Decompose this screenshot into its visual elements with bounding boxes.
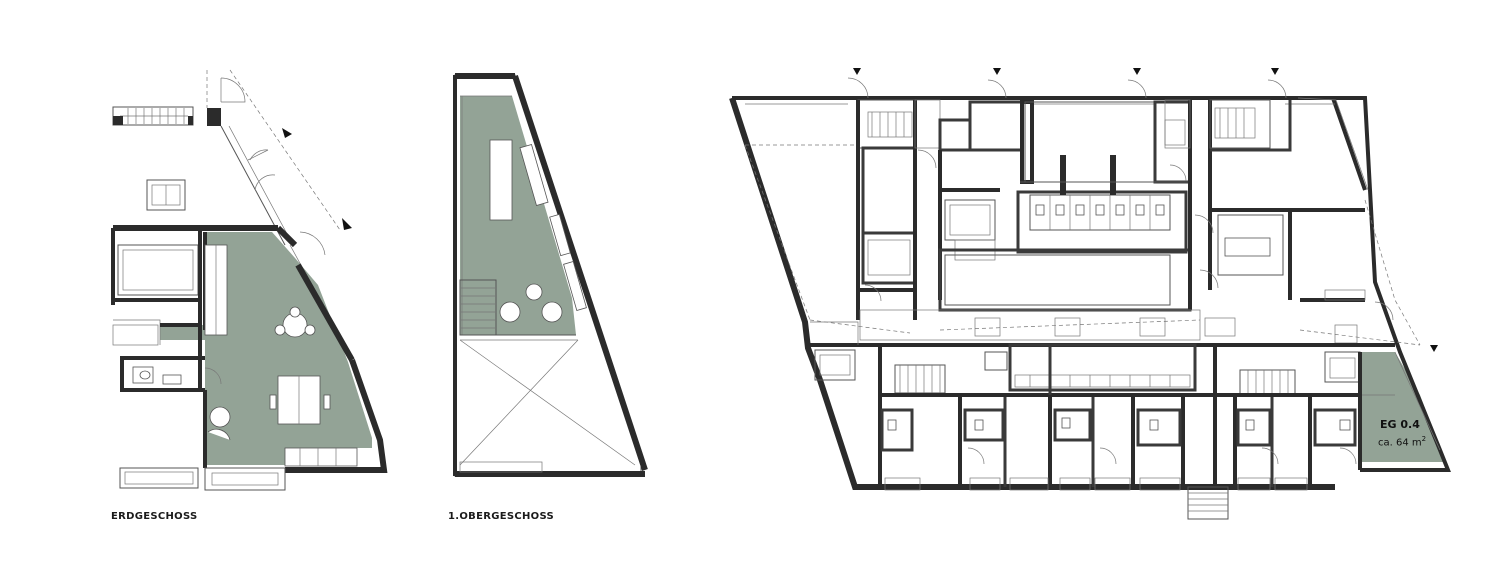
upper-floor-plan [453,73,648,477]
unit-name-label: EG 0.4 [1380,418,1420,431]
building-plan [729,68,1451,520]
unit-area-label: ca. 64 m2 [1378,435,1426,448]
ground-floor-plan [111,69,388,491]
unit-area-superscript: 2 [1421,435,1427,443]
unit-eg04-area [1360,352,1445,462]
unit-area-value: ca. 64 m [1378,437,1422,449]
upper-floor-label: 1.OBERGESCHOSS [448,511,555,522]
ground-floor-label: ERDGESCHOSS [111,511,198,522]
ground-floor-unit-area [160,232,372,465]
upper-floor-unit-area [460,96,576,335]
